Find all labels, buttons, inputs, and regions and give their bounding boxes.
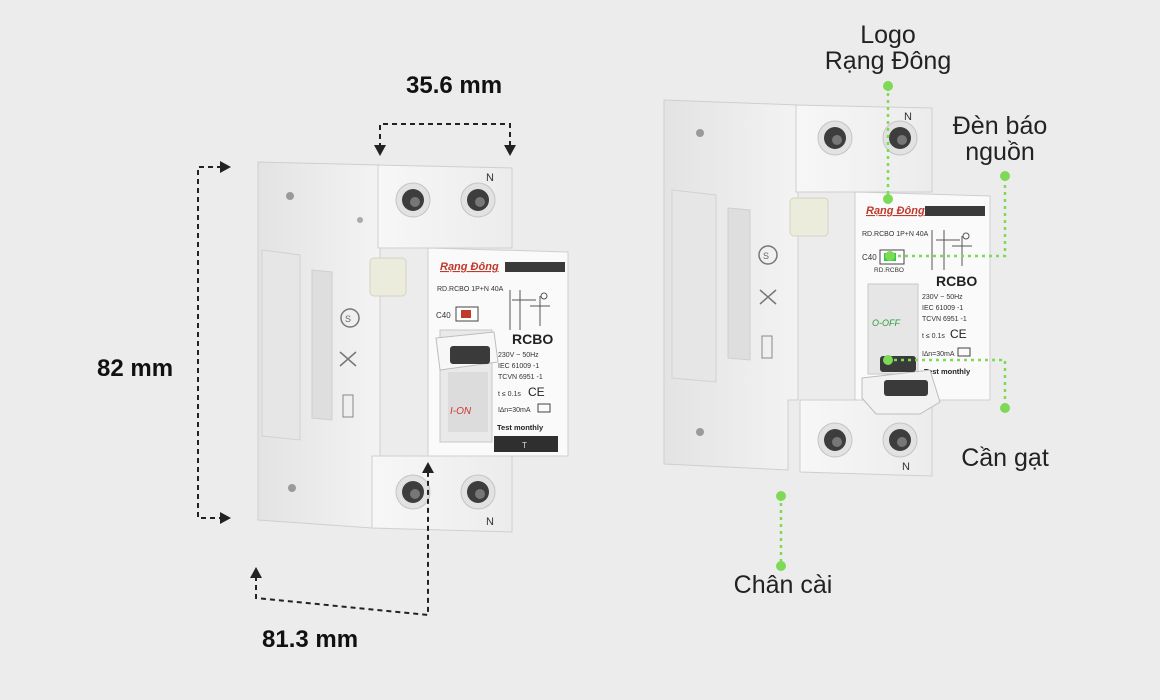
- left-trip-time: t ≤ 0.1s: [498, 391, 521, 398]
- right-standard2: TCVN 6951 -1: [922, 316, 967, 323]
- left-brand-logo: Rạng Đông: [440, 261, 499, 273]
- screw-highlight: [410, 197, 420, 207]
- logo-callout-line1: Logo: [860, 21, 916, 49]
- right-test-label: Test monthly: [924, 367, 971, 376]
- right-standard1: IEC 61009 -1: [922, 305, 963, 312]
- right-neutral-bottom: N: [902, 461, 910, 473]
- terminal-screws: [395, 120, 918, 510]
- right-rd-rcbo-mark: RD.RCBO: [874, 267, 904, 274]
- svg-text:S: S: [345, 314, 351, 324]
- left-on-label: I-ON: [450, 406, 472, 417]
- left-model-code: RD.RCBO 1P+N 40A: [437, 286, 504, 293]
- right-model-code: RD.RCBO 1P+N 40A: [862, 231, 929, 238]
- left-neutral-top: N: [486, 172, 494, 184]
- right-voltage: 230V ~ 50Hz: [922, 294, 963, 301]
- screw-highlight: [475, 489, 485, 499]
- screw-highlight: [832, 437, 842, 447]
- left-test-key: T: [522, 441, 527, 450]
- left-neutral-bottom: N: [486, 516, 494, 528]
- left-ce-mark: CE: [528, 385, 545, 399]
- left-panel-content: Rạng Đông RD.RCBO 1P+N 40A C40 RCBO 230V…: [435, 172, 565, 528]
- left-standard1: IEC 61009 -1: [498, 363, 539, 370]
- left-type: RCBO: [512, 331, 553, 347]
- left-voltage: 230V ~ 50Hz: [498, 352, 539, 359]
- height-dimension-label: 82 mm: [97, 355, 174, 382]
- right-trip-time: t ≤ 0.1s: [922, 333, 945, 340]
- right-ce-mark: CE: [950, 327, 967, 341]
- dimension-lines: [197, 123, 511, 617]
- right-type: RCBO: [936, 273, 977, 289]
- screw-highlight: [832, 135, 842, 145]
- svg-text:S: S: [763, 251, 769, 261]
- width-dimension-label: 35.6 mm: [406, 72, 503, 99]
- left-test-button: [494, 436, 558, 452]
- callout-leaders: [779, 86, 1007, 566]
- right-off-label: O-OFF: [872, 318, 900, 328]
- right-residual-current: I∆n=30mA: [922, 351, 955, 358]
- screw-highlight: [897, 437, 907, 447]
- callout-dots: [776, 81, 1010, 571]
- lever-callout-label: Cần gạt: [961, 444, 1049, 472]
- left-residual-current: I∆n=30mA: [498, 407, 531, 414]
- logo-callout-label: Logo Rạng Đông: [808, 22, 968, 74]
- clip-callout-label: Chân cài: [733, 571, 833, 599]
- power-led-callout-label: Đèn báo nguồn: [930, 113, 1070, 165]
- left-test-label: Test monthly: [497, 423, 544, 432]
- dimension-arrowheads: [220, 145, 516, 578]
- right-neutral-top: N: [904, 111, 912, 123]
- right-brand-logo: Rạng Đông: [866, 205, 925, 217]
- screw-highlight: [475, 197, 485, 207]
- right-rating: C40: [862, 253, 877, 262]
- left-standard2: TCVN 6951 -1: [498, 374, 543, 381]
- power-led-callout-line1: Đèn báo: [952, 112, 1048, 140]
- power-led-callout-line2: nguồn: [965, 138, 1035, 166]
- left-rating: C40: [436, 311, 451, 320]
- logo-callout-line2: Rạng Đông: [824, 47, 952, 75]
- screw-highlight: [897, 135, 907, 145]
- depth-dimension-label: 81.3 mm: [262, 626, 359, 653]
- right-panel-content: Rạng Đông RD.RCBO 1P+N 40A C40 RD.RCBO R…: [861, 111, 985, 473]
- screw-highlight: [410, 489, 420, 499]
